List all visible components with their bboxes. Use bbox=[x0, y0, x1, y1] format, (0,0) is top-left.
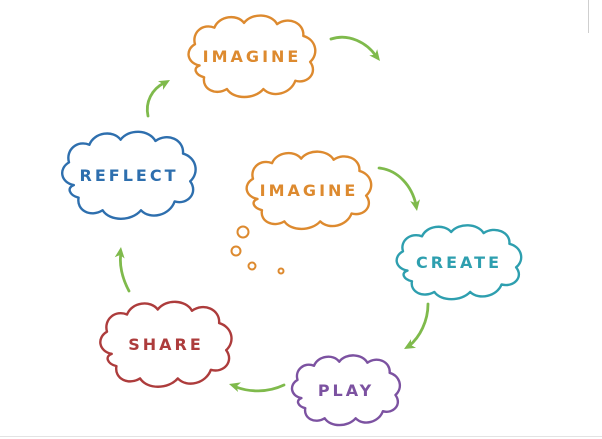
node-label: PLAY bbox=[318, 381, 374, 400]
node-label: REFLECT bbox=[80, 166, 179, 185]
thought-dot bbox=[230, 245, 242, 257]
arrow-share-to-reflect bbox=[114, 247, 131, 293]
thought-dot bbox=[247, 261, 257, 271]
node-play: PLAY bbox=[290, 354, 402, 427]
thought-dot bbox=[277, 267, 285, 275]
thought-dots bbox=[230, 225, 285, 275]
arrow-imagine-to-create bbox=[377, 166, 421, 211]
arrows bbox=[114, 35, 430, 393]
node-label: IMAGINE bbox=[260, 181, 359, 200]
arrow-curve bbox=[145, 81, 166, 118]
node-create: CREATE bbox=[395, 223, 523, 301]
node-label: SHARE bbox=[128, 335, 204, 354]
arrow-head bbox=[369, 49, 380, 61]
page-edge-bottom bbox=[0, 436, 602, 437]
arrow-curve bbox=[119, 251, 131, 293]
arrow-curve bbox=[329, 35, 378, 58]
node-imagine-center: IMAGINE bbox=[245, 150, 373, 231]
node-share: SHARE bbox=[98, 300, 233, 389]
node-imagine-top: IMAGINE bbox=[187, 14, 317, 99]
arrow-head bbox=[229, 382, 241, 392]
arrow-curve bbox=[234, 383, 286, 393]
arrow-head bbox=[410, 199, 421, 211]
arrow-reflect-to-imagine bbox=[145, 80, 170, 118]
page-edge-right bbox=[588, 0, 589, 33]
arrow-play-to-share bbox=[229, 382, 286, 393]
node-reflect: REFLECT bbox=[60, 130, 198, 221]
arrow-curve bbox=[377, 166, 418, 207]
arrow-create-to-play bbox=[404, 302, 430, 349]
node-label: CREATE bbox=[416, 253, 502, 272]
arrow-imagine-top-out bbox=[329, 35, 380, 61]
arrow-head bbox=[157, 80, 170, 90]
thought-dot bbox=[236, 225, 250, 239]
arrow-curve bbox=[407, 302, 430, 348]
arrow-head bbox=[114, 247, 125, 259]
node-label: IMAGINE bbox=[203, 47, 302, 66]
arrow-head bbox=[404, 339, 417, 349]
